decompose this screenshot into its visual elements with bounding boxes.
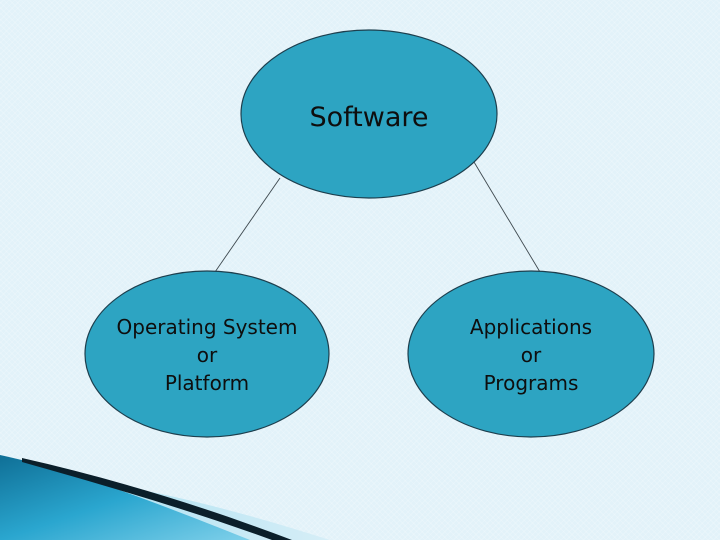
swoosh-dark-stroke: [22, 458, 292, 540]
connector-line-left: [214, 177, 281, 273]
swoosh-blue-band: [0, 455, 250, 540]
node-software-ellipse: [240, 29, 498, 199]
corner-swoosh-decoration: [0, 455, 330, 540]
node-operating-system: Operating System or Platform: [84, 270, 330, 438]
connector-line-right: [473, 161, 541, 273]
node-applications-ellipse: [407, 270, 655, 438]
node-applications-line-1: Applications: [470, 315, 592, 339]
node-software-label: Software: [309, 102, 428, 133]
node-applications: Applications or Programs: [407, 270, 655, 438]
node-software: Software: [240, 29, 498, 199]
node-operating-system-line-2: or: [197, 343, 218, 367]
node-applications-line-2: or: [521, 343, 542, 367]
node-applications-line-3: Programs: [484, 371, 579, 395]
node-operating-system-line-3: Platform: [165, 371, 249, 395]
node-operating-system-line-1: Operating System: [117, 315, 298, 339]
node-operating-system-ellipse: [84, 270, 330, 438]
